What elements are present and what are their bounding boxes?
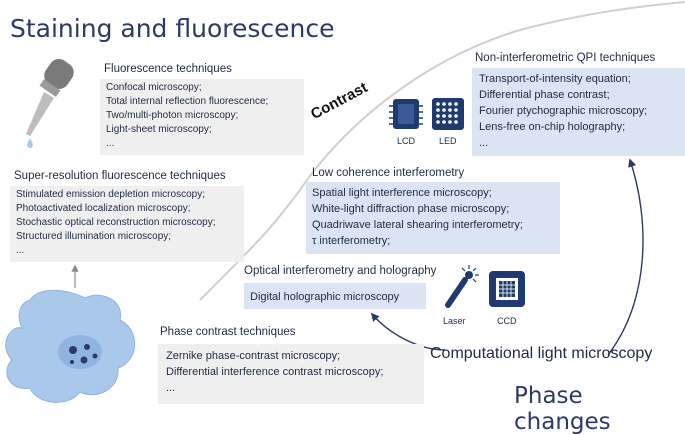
contrast-curve <box>199 1 685 301</box>
phase-contrast-title: Phase contrast techniques <box>160 326 296 338</box>
list-item: Spatial light interference microscopy; <box>312 187 492 199</box>
arrow-to-non-interferometric <box>607 158 644 356</box>
non-interferometric-title: Non-interferometric QPI techniques <box>475 52 656 64</box>
list-item: Zernike phase-contrast microscopy; <box>166 350 341 362</box>
list-item: Light-sheet microscopy; <box>106 124 212 135</box>
laser-icon <box>445 265 479 308</box>
arrow-to-optical-interferometry <box>370 312 446 351</box>
optical-interferometry-title: Optical interferometry and holography <box>244 265 437 277</box>
list-item: Fourier ptychographic microscopy; <box>479 105 648 117</box>
led-label: LED <box>439 136 457 146</box>
led-icon <box>432 98 464 130</box>
list-item: Digital holographic microscopy <box>250 291 400 303</box>
ccd-icon <box>489 271 525 307</box>
list-item: Structured illumination microscopy; <box>16 231 172 242</box>
list-item: Quadriwave lateral shearing interferomet… <box>312 219 523 231</box>
dropper-icon <box>26 59 74 148</box>
list-item: ... <box>106 138 115 149</box>
non-interferometric-box: Transport-of-intensity equation; Differe… <box>472 68 685 156</box>
phase-changes-header: Phase changes <box>514 383 611 435</box>
list-item: White-light diffraction phase microscopy… <box>312 203 510 215</box>
list-item: Two/multi-photon microscopy; <box>106 110 239 121</box>
list-item: ... <box>166 382 176 394</box>
low-coherence-title: Low coherence interferometry <box>312 167 465 179</box>
list-item: Total internal reflection fluorescence; <box>106 96 269 107</box>
lcd-label: LCD <box>397 136 416 146</box>
laser-label: Laser <box>443 316 466 326</box>
list-item: Stimulated emission depletion microscopy… <box>16 189 205 200</box>
list-item: ... <box>16 245 25 256</box>
super-resolution-box: Stimulated emission depletion microscopy… <box>10 186 244 262</box>
staining-fluorescence-header: Staining and fluorescence <box>10 14 335 43</box>
phase-contrast-box: Zernike phase-contrast microscopy; Diffe… <box>158 344 424 404</box>
lcd-icon <box>389 99 423 129</box>
list-item: Confocal microscopy; <box>106 82 202 93</box>
list-item: Stochastic optical reconstruction micros… <box>16 217 216 228</box>
ccd-label: CCD <box>497 316 517 326</box>
computational-microscopy-label: Computational light microscopy <box>430 345 653 362</box>
optical-interferometry-box: Digital holographic microscopy <box>244 283 426 309</box>
list-item: Lens-free on-chip holography; <box>479 121 626 133</box>
low-coherence-box: Spatial light interference microscopy; W… <box>306 182 560 254</box>
diagram-graphics <box>5 1 685 403</box>
cell-illustration <box>5 289 136 403</box>
fluorescence-box: Confocal microscopy; Total internal refl… <box>100 79 304 155</box>
super-resolution-title: Super-resolution fluorescence techniques <box>14 170 226 182</box>
list-item: Transport-of-intensity equation; <box>479 73 631 85</box>
fluorescence-title: Fluorescence techniques <box>104 63 232 75</box>
list-item: Photoactivated localization microscopy; <box>16 203 191 214</box>
list-item: ... <box>479 137 489 149</box>
list-item: Differential interference contrast micro… <box>166 366 384 378</box>
list-item: τ interferometry; <box>312 235 391 247</box>
list-item: Differential phase contrast; <box>479 89 610 101</box>
